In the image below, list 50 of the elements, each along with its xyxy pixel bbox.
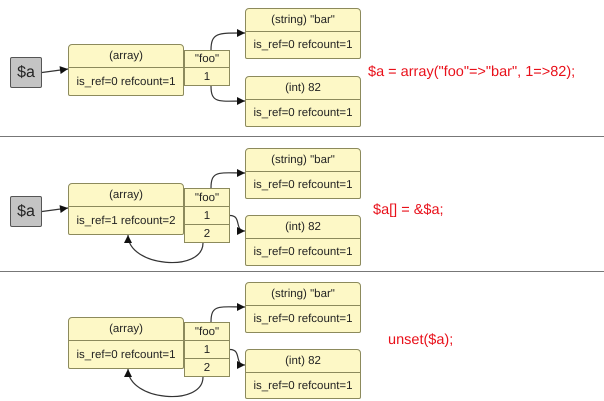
arrow <box>126 234 204 264</box>
php-code-text: $a = array("foo"=>"bar", 1=>82); <box>368 64 576 80</box>
zval-box <box>245 215 361 266</box>
arrow <box>126 368 204 398</box>
variable-box: $a <box>10 57 42 88</box>
type-label: (string) "bar" <box>246 9 360 32</box>
array-key-cell: "foo" <box>184 322 230 341</box>
refcount-label: is_ref=0 refcount=1 <box>75 74 177 90</box>
zval-box <box>245 282 361 333</box>
refcount-label: is_ref=0 refcount=1 <box>252 245 354 260</box>
array-key-cell: 1 <box>184 340 230 359</box>
php-code-text: $a[] = &$a; <box>373 202 444 218</box>
type-label: (int) 82 <box>246 350 360 373</box>
arrow <box>230 348 246 368</box>
zval-box <box>245 148 361 199</box>
type-label: (array) <box>69 184 183 207</box>
array-key-cell: "foo" <box>184 50 230 68</box>
type-label: (int) 82 <box>246 216 360 239</box>
refcount-label: is_ref=0 refcount=1 <box>252 38 354 53</box>
type-label: (array) <box>69 45 183 68</box>
variable-box: $a <box>10 196 42 227</box>
arrow <box>210 168 245 188</box>
array-key-cell: 2 <box>184 224 230 243</box>
type-label: (string) "bar" <box>246 283 360 306</box>
refcount-label: is_ref=0 refcount=1 <box>252 178 354 193</box>
refcount-label: is_ref=0 refcount=1 <box>252 378 354 394</box>
arrow <box>210 86 245 106</box>
zval-box <box>68 183 184 235</box>
arrow <box>210 302 245 322</box>
refcount-label: is_ref=0 refcount=1 <box>252 312 354 327</box>
type-label: (string) "bar" <box>246 149 360 172</box>
array-key-cell: 1 <box>184 206 230 225</box>
refcount-label: is_ref=0 refcount=1 <box>75 348 177 362</box>
array-key-cell: "foo" <box>184 188 230 207</box>
type-label: (array) <box>69 318 183 341</box>
zval-box <box>245 349 361 399</box>
zval-box <box>68 317 184 369</box>
zval-box <box>245 8 361 59</box>
arrow <box>230 214 246 234</box>
array-key-cell: 1 <box>184 67 230 86</box>
array-key-cell: 2 <box>184 358 230 377</box>
zval-box <box>245 76 361 127</box>
arrow <box>210 29 245 50</box>
php-code-text: unset($a); <box>388 332 454 348</box>
arrow <box>42 66 68 74</box>
type-label: (int) 82 <box>246 77 360 100</box>
zval-box <box>68 44 184 96</box>
refcount-label: is_ref=1 refcount=2 <box>75 214 177 228</box>
refcount-label: is_ref=0 refcount=1 <box>252 106 354 121</box>
arrow <box>42 205 68 214</box>
